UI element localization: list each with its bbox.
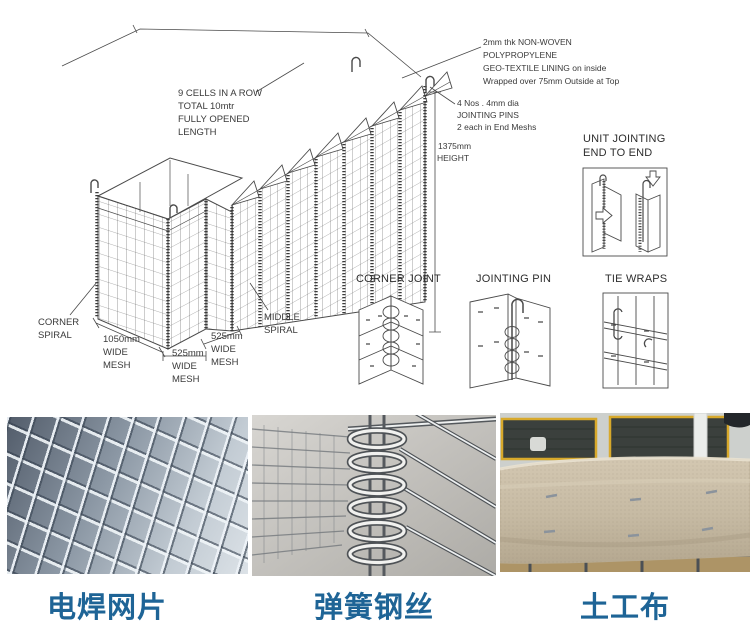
jointing-pin-detail-drawing — [469, 293, 551, 389]
corner-joint-detail-drawing — [358, 295, 424, 385]
welded-mesh-art — [7, 417, 248, 574]
technical-diagram: 9 CELLS IN A ROW TOTAL 10mtr FULLY OPENE… — [38, 24, 669, 389]
callout-pins-line: 4 Nos . 4mm dia — [457, 98, 519, 108]
callout-geotextile-line: 2mm thk NON-WOVEN — [483, 37, 572, 47]
unit-jointing-title: END TO END — [583, 147, 652, 159]
middle-spiral-label: SPIRAL — [264, 325, 298, 336]
unit-jointing-title: UNIT JOINTING — [583, 133, 665, 145]
dim-525-center-label: WIDE — [172, 361, 197, 372]
unit-jointing-detail-drawing — [582, 167, 668, 257]
middle-spiral-label: MIDDLE — [264, 312, 300, 323]
caption-spring-wire: 弹簧钢丝 — [313, 592, 434, 624]
callout-pins-line: 2 each in End Meshs — [457, 122, 536, 132]
corner-spiral-label: SPIRAL — [38, 330, 72, 341]
corner-joint-title: CORNER JOINT — [356, 273, 441, 285]
dim-525-right-label: MESH — [211, 357, 239, 368]
geotextile-fabric-photo — [500, 413, 750, 572]
dim-525-right-label: 525mm — [211, 331, 243, 342]
dim-1050-label: 1050mm — [103, 334, 140, 345]
callout-cells-line: LENGTH — [178, 127, 217, 138]
spiral-joints — [95, 86, 427, 349]
leader-lines — [61, 24, 482, 316]
accordion-folded-cells — [231, 71, 453, 332]
tie-wraps-detail-drawing — [602, 292, 669, 389]
callout-geotextile-line: POLYPROPYLENE — [483, 50, 557, 60]
callout-pins-line: JOINTING PINS — [457, 110, 519, 120]
caption-welded-mesh: 电焊网片 — [46, 592, 167, 624]
dim-height-label: HEIGHT — [437, 153, 469, 163]
spring-spiral-wire-photo — [252, 415, 496, 576]
front-open-cell — [96, 157, 244, 350]
fence-background — [500, 413, 750, 466]
tie-wraps-title: TIE WRAPS — [605, 273, 667, 285]
dim-height-label: 1375mm — [438, 141, 471, 151]
spiral-wire-art — [252, 415, 496, 576]
caption-geotextile: 土工布 — [579, 592, 670, 624]
callout-cells-line: 9 CELLS IN A ROW — [178, 88, 262, 99]
callout-cells-line: FULLY OPENED — [178, 114, 250, 125]
callout-geotextile-line: GEO-TEXTILE LINING on inside — [483, 63, 607, 73]
dim-1050-label: WIDE — [103, 347, 128, 358]
fabric-pins — [543, 489, 718, 538]
callout-cells-line: TOTAL 10mtr — [178, 101, 234, 112]
jointing-pin-hooks — [90, 56, 435, 218]
geotextile-art — [500, 413, 750, 572]
diagram-callouts: 9 CELLS IN A ROW TOTAL 10mtr FULLY OPENE… — [38, 37, 667, 385]
dim-525-right-label: WIDE — [211, 344, 236, 355]
jointing-pin-title: JOINTING PIN — [476, 273, 551, 285]
welded-mesh-panels-photo — [7, 417, 248, 574]
isometric-barrier-drawing — [61, 24, 482, 361]
dim-525-center-label: MESH — [172, 374, 200, 385]
dimension-lines — [92, 91, 441, 361]
corner-spiral-label: CORNER — [38, 317, 79, 328]
dim-1050-label: MESH — [103, 360, 131, 371]
callout-geotextile-line: Wrapped over 75mm Outside at Top — [483, 76, 620, 86]
dim-525-center-label: 525mm — [172, 348, 204, 359]
